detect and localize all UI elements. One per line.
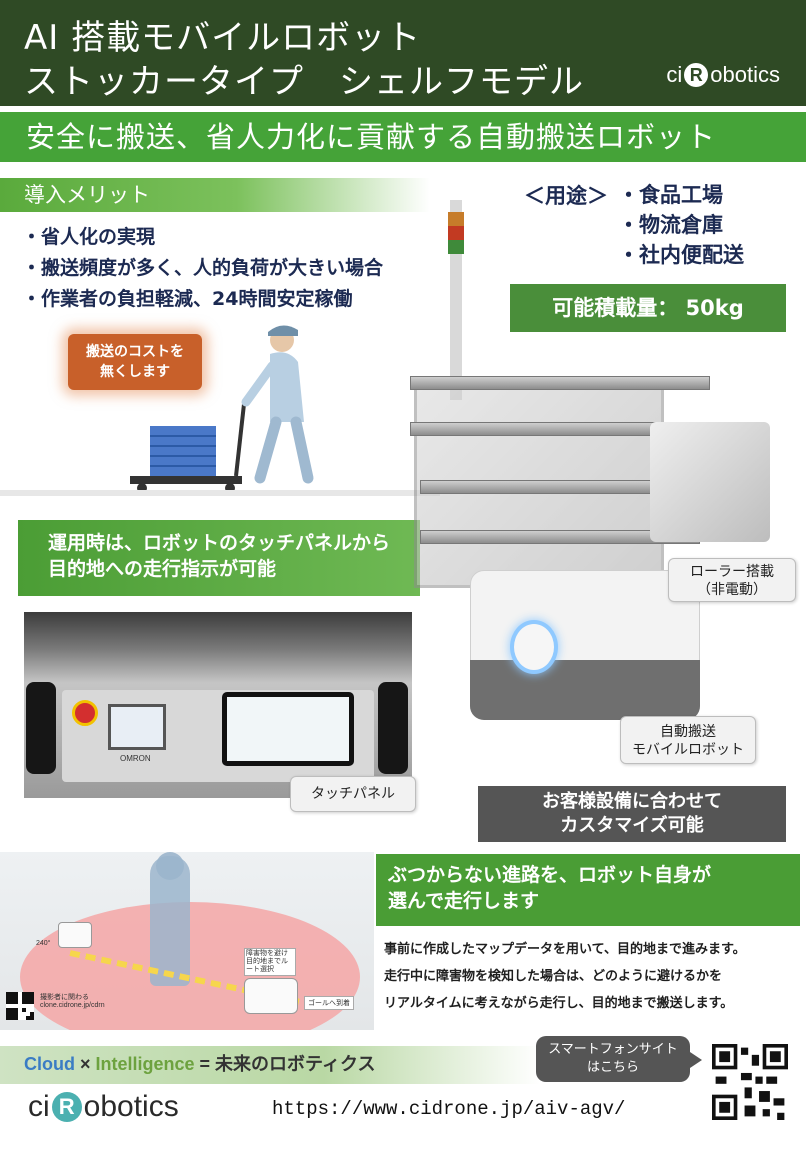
capacity-badge: 可能積載量： 50kg <box>510 284 786 332</box>
customizable-line1: お客様設備に合わせて <box>542 791 722 812</box>
avoidance-heading-line2: 選んで走行します <box>388 890 540 912</box>
merit-item: ・作業者の負担軽減、24時間安定稼働 <box>22 288 353 310</box>
logo-prefix: ci <box>28 1090 50 1123</box>
logo-suffix: obotics <box>83 1090 179 1123</box>
merit-item: ・搬送頻度が多く、人的負荷が大きい場合 <box>22 257 384 279</box>
route-select-note: 障害物を避け目的地までルート選択 <box>244 948 296 976</box>
logo-mark-icon: R <box>51 1092 82 1122</box>
logo-prefix: ci <box>666 62 683 87</box>
robot-end-icon <box>244 978 298 1014</box>
customizable-line2: カスタマイズ可能 <box>560 815 704 836</box>
signal-light-green-icon <box>448 240 464 254</box>
signal-light-orange-icon <box>448 212 464 226</box>
website-url-link[interactable]: https://www.cidrone.jp/aiv-agv/ <box>272 1098 626 1120</box>
cost-badge-line1: 搬送のコストを <box>86 344 184 360</box>
agv-bumper-icon <box>470 660 700 720</box>
touch-panel-label: タッチパネル <box>290 776 416 812</box>
smartphone-site-badge: スマートフォンサイト はこちら <box>536 1036 690 1082</box>
boxes-stack-icon <box>150 426 216 476</box>
usage-item: ・物流倉庫 <box>618 213 723 237</box>
agv-label: 自動搬送 モバイルロボット <box>620 716 756 764</box>
touch-panel-screen-icon <box>222 692 354 766</box>
merits-heading: 導入メリット <box>0 178 430 212</box>
usage-label: ＜用途＞ <box>524 184 608 208</box>
usage-item: ・食品工場 <box>618 183 723 207</box>
panel-brand-label: OMRON <box>120 754 151 763</box>
roller-label-line1: ローラー搭載 <box>690 564 774 580</box>
touch-note-line2: 目的地への走行指示が可能 <box>48 558 277 580</box>
slogan-cloud: Cloud <box>24 1054 75 1074</box>
signal-light-red-icon <box>448 226 464 240</box>
header-banner <box>0 0 806 106</box>
person-silhouette-icon <box>150 856 190 986</box>
avoidance-description: 事前に作成したマップデータを用いて、目的地まで進みます。 走行中に障害物を検知し… <box>384 936 804 1017</box>
cart-handle-icon <box>234 403 246 477</box>
roller-label: ローラー搭載 （非電動） <box>668 558 796 602</box>
floor-divider <box>0 490 440 496</box>
brand-logo-footer: ci R obotics <box>28 1090 179 1124</box>
emergency-stop-icon <box>72 700 98 726</box>
robot-start-icon <box>58 922 92 948</box>
avoidance-body-line: リアルタイムに考えながら走行し、目的地まで搬送します。 <box>384 996 734 1011</box>
badge-pointer-icon <box>690 1052 702 1068</box>
right-handle-icon <box>378 682 408 774</box>
avoidance-body-line: 走行中に障害物を検知した場合は、どのように避けるかを <box>384 969 723 984</box>
obstacle-avoidance-scene: 240° 障害物を避け目的地までルート選択 ゴールへ到着 撮影者に関わるclon… <box>0 852 374 1030</box>
brand-logo-header: ci R obotics <box>666 62 780 88</box>
touch-panel-note: 運用時は、ロボットのタッチパネルから 目的地への走行指示が可能 <box>18 520 420 596</box>
usage-item: ・社内便配送 <box>618 243 744 267</box>
agv-light-ring-icon <box>510 620 558 674</box>
merits-list: ・省人化の実現 ・搬送頻度が多く、人的負荷が大きい場合 ・作業者の負担軽減、24… <box>22 222 383 315</box>
page-title-line2: ストッカータイプ シェルフモデル <box>24 62 584 102</box>
control-panel-photo: OMRON <box>24 612 412 798</box>
cart-platform-icon <box>130 476 242 484</box>
avoidance-heading: ぶつからない進路を、ロボット自身が 選んで走行します <box>376 854 800 926</box>
tagline-banner: 安全に搬送、省人力化に貢献する自動搬送ロボット <box>0 112 806 162</box>
avoidance-heading-line1: ぶつからない進路を、ロボット自身が <box>388 864 712 886</box>
smartphone-site-line2: はこちら <box>586 1060 639 1075</box>
avoidance-body-line: 事前に作成したマップデータを用いて、目的地まで進みます。 <box>384 942 746 957</box>
qr-caption: 撮影者に関わるclone.cidrone.jp/cdrn <box>40 994 105 1009</box>
roller-label-line2: （非電動） <box>697 582 767 598</box>
slogan-result: = 未来のロボティクス <box>194 1054 376 1074</box>
robot-control-box-icon <box>650 422 770 542</box>
cost-badge: 搬送のコストを 無くします <box>68 334 202 390</box>
slogan-intelligence: Intelligence <box>95 1054 195 1074</box>
worker-pushing-cart-illustration <box>130 325 314 493</box>
worker-body-icon <box>270 352 304 422</box>
agv-label-line2: モバイルロボット <box>632 742 744 758</box>
logo-mark-icon: R <box>684 63 709 87</box>
slogan-times: × <box>75 1054 96 1074</box>
touch-note-line1: 運用時は、ロボットのタッチパネルから <box>48 532 391 554</box>
qr-code-small-icon <box>6 992 34 1020</box>
left-handle-icon <box>26 682 56 774</box>
logo-suffix: obotics <box>710 62 780 87</box>
cost-badge-line2: 無くします <box>100 364 170 380</box>
slogan: Cloud × Intelligence = 未来のロボティクス <box>24 1050 375 1078</box>
hmi-display-icon <box>108 704 166 750</box>
page-title-line1: AI 搭載モバイルロボット <box>24 18 422 58</box>
qr-code-icon[interactable] <box>712 1044 788 1120</box>
goal-note: ゴールへ到着 <box>304 996 354 1010</box>
merit-item: ・省人化の実現 <box>22 226 156 248</box>
shelf-tray-top-icon <box>410 376 710 390</box>
customizable-badge: お客様設備に合わせて カスタマイズ可能 <box>478 786 786 842</box>
angle-label: 240° <box>36 940 51 947</box>
usage-list: ・食品工場 ・物流倉庫 ・社内便配送 <box>618 180 744 270</box>
agv-label-line1: 自動搬送 <box>660 724 716 740</box>
robot-photo <box>410 190 790 750</box>
smartphone-site-line1: スマートフォンサイト <box>548 1042 678 1057</box>
slogan-bar <box>0 1046 540 1084</box>
